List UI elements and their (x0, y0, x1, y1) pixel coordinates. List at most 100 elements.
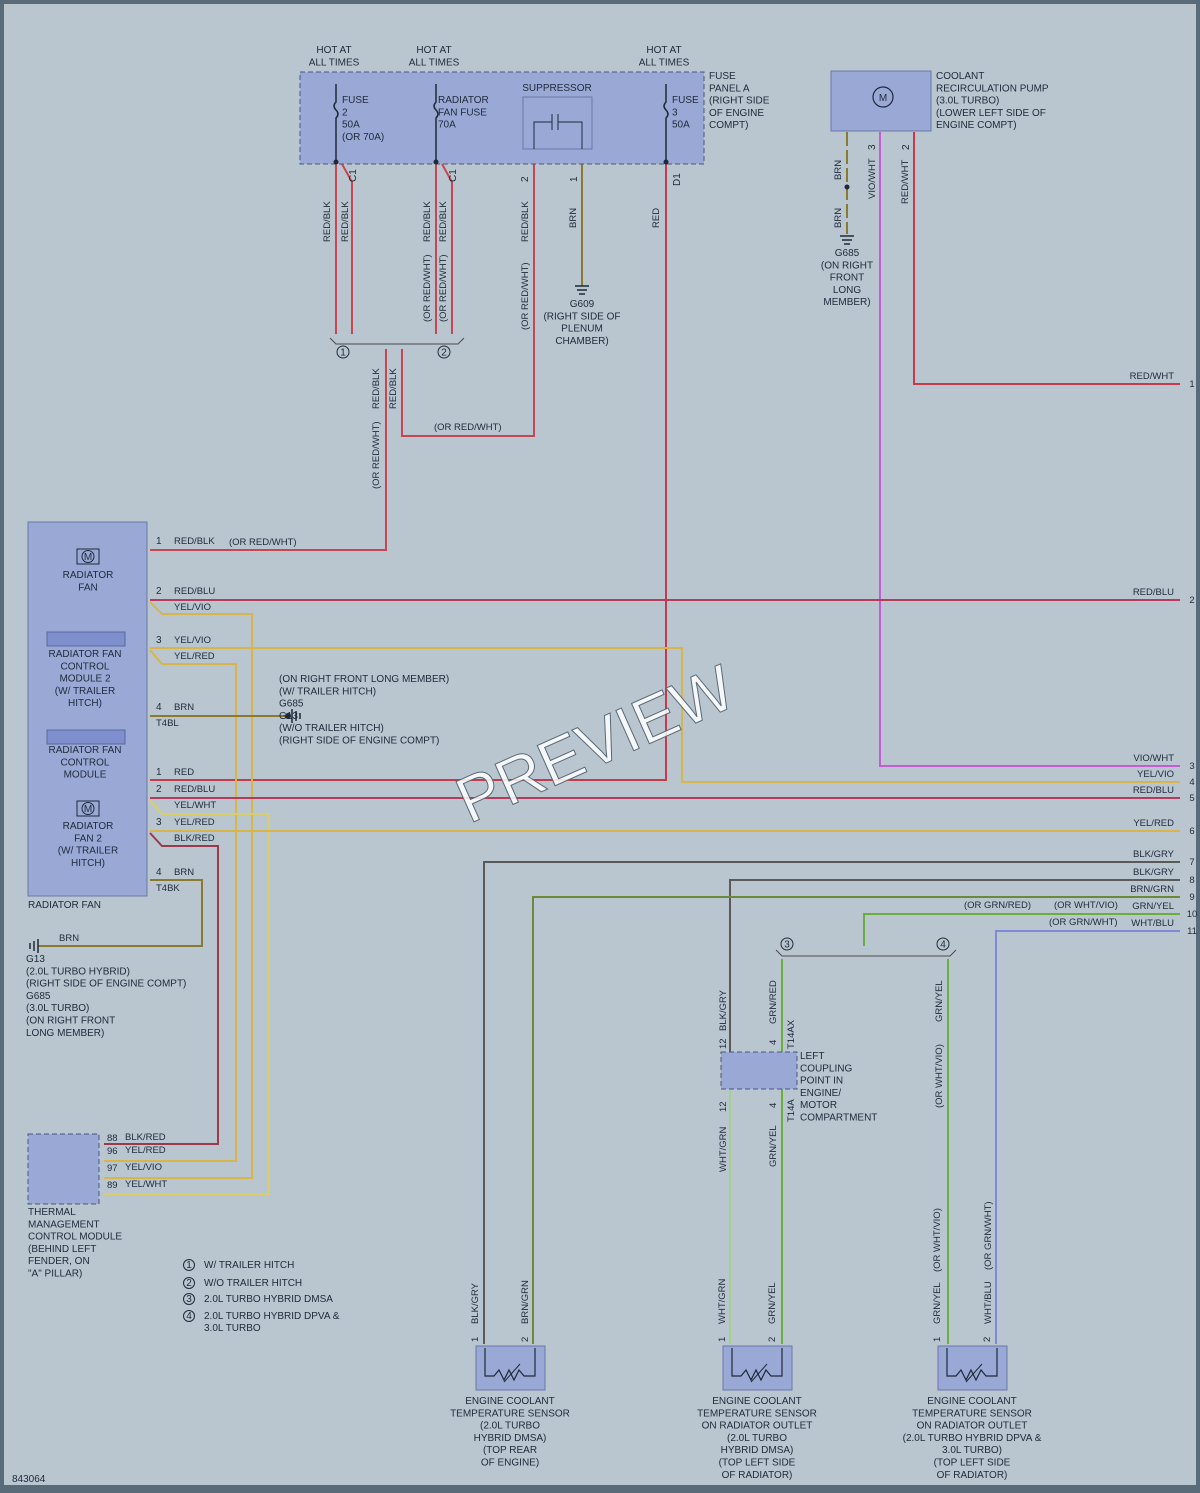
g13-note: G13(2.0L TURBO HYBRID)(RIGHT SIDE OF ENG… (26, 954, 186, 1039)
svg-text:M: M (879, 93, 887, 104)
pin-1: 1 (569, 176, 580, 182)
connector-t4bk: T4BK (156, 883, 180, 894)
legend-marker-number: 2 (186, 1278, 192, 1289)
label-text: (ON RIGHT FRONT LONG MEMBER)(W/ TRAILER … (279, 674, 449, 747)
wire-label-redblk: RED/BLK (322, 201, 333, 242)
right-wire-number: 2 (1189, 595, 1194, 606)
diagram-id: 843064 (12, 1474, 46, 1485)
radiator-fan-caption: RADIATOR FAN (28, 900, 101, 911)
fan-pin-wire-label: RED (174, 767, 194, 778)
wire-merge-redblk (150, 349, 387, 551)
sensor-box (937, 1345, 1008, 1391)
svg-text:M: M (84, 804, 92, 815)
pin-c1-a: C1 (348, 169, 359, 182)
wire-pump-viowht (879, 132, 1180, 767)
legend-marker-number: 1 (186, 1260, 192, 1271)
connector-t14a: T14A (786, 1099, 797, 1122)
note-marker-1: 1 (336, 345, 350, 359)
tmcm-pin-number: 96 (107, 1146, 118, 1157)
svg-text:3: 3 (784, 940, 790, 951)
wire-label-or-redwht: (OR RED/WHT) (371, 421, 382, 489)
coupling-pin-12: 12 (718, 1101, 729, 1112)
fan-pin-number: 3 (156, 817, 162, 828)
note-marker-2: 2 (437, 345, 451, 359)
module2-bar (46, 631, 126, 647)
sensor-pin-1: 1 (470, 1337, 481, 1342)
sensor-pin-2: 2 (520, 1337, 531, 1342)
tmcm-pin-number: 88 (107, 1133, 118, 1144)
wire-label-red: RED (651, 208, 662, 228)
pin-2: 2 (520, 176, 531, 182)
wire-radfuse-redblk-b (441, 163, 453, 334)
wire-label-whtgrn: WHT/GRN (718, 1126, 729, 1172)
wire-fuse3-red (150, 164, 667, 781)
wire-label-brn: BRN (833, 208, 844, 228)
sensor-wire-label: GRN/YEL (767, 1282, 778, 1324)
pump-pin-2: 2 (901, 144, 912, 150)
right-wire-label: YEL/RED (1133, 818, 1174, 829)
right-wire-label: RED/WHT (1130, 371, 1175, 382)
sensor-wire-label: BRN/GRN (520, 1280, 531, 1324)
tmcm-wire-label: YEL/VIO (125, 1162, 162, 1173)
pump-pin-3: 3 (867, 144, 878, 150)
tmcm-pin-number: 97 (107, 1163, 118, 1174)
fan-pin-wire-label: RED/BLK (174, 536, 215, 547)
wire-label-or-redwht: (OR RED/WHT) (520, 262, 531, 330)
right-wire-number: 3 (1189, 761, 1194, 772)
fan-pin-wire-label: RED/BLU (174, 586, 215, 597)
wire-suppressor-redblk (401, 164, 535, 437)
fan-pin-alt-label: (OR RED/WHT) (229, 537, 297, 548)
junction-dot (663, 159, 669, 165)
thermistor-arrow-icon (503, 1363, 521, 1383)
motor-icon: M (872, 86, 894, 108)
legend-marker (183, 1310, 195, 1322)
sensor-box (722, 1345, 793, 1391)
wire-yelvio-a (104, 601, 253, 1179)
thermistor-icon (731, 1348, 783, 1382)
ground-icon (29, 939, 39, 953)
right-wire-label: GRN/YEL (1132, 901, 1174, 912)
fan-pin-number: 3 (156, 635, 162, 646)
sensor-wire-label: WHT/GRN (717, 1278, 728, 1324)
sensor-pin-2: 2 (767, 1337, 778, 1342)
wire-8-blkgry (729, 879, 1180, 1054)
fan-pin-wire-label: YEL/RED (174, 651, 215, 662)
coupling-pin-4: 4 (768, 1103, 779, 1108)
wire-label-redblk: RED/BLK (371, 368, 382, 409)
wire-blkred (104, 832, 219, 1145)
tmcm-pin-number: 89 (107, 1180, 118, 1191)
fan-pin-wire-label: RED/BLU (174, 784, 215, 795)
right-wire-label: WHT/BLU (1131, 918, 1174, 929)
wire-label-blkgry: BLK/GRY (718, 989, 729, 1031)
thermistor-arrow-icon (965, 1363, 983, 1383)
legend-marker (183, 1293, 195, 1305)
right-wire-number: 1 (1189, 379, 1194, 390)
wire-label-redwht: RED/WHT (900, 159, 911, 204)
wire-label-or-redwht: (OR RED/WHT) (434, 422, 502, 433)
